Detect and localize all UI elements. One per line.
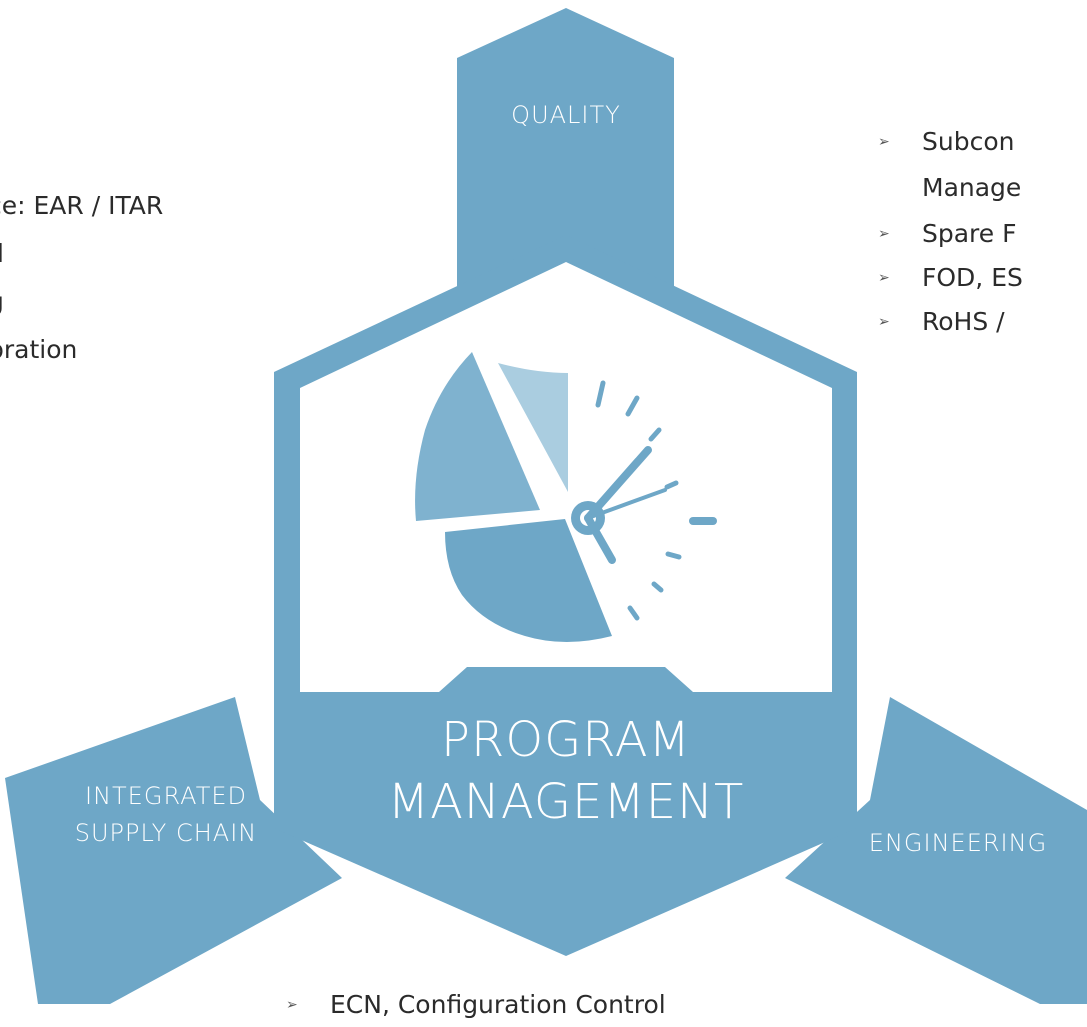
compliance-list: ce: EAR / ITAR d g bration — [0, 182, 163, 374]
pie-clock-icon — [415, 352, 717, 642]
list-item: g — [0, 278, 163, 326]
list-item: Manage — [922, 164, 1023, 212]
list-item: d — [0, 230, 163, 278]
arrowhead-bullet-icon: ➢ — [878, 314, 890, 330]
engineering-label: ENGINEERING — [869, 829, 1047, 857]
list-item-text: RoHS / — [922, 307, 1005, 336]
engineering-segment: ENGINEERING — [785, 697, 1087, 1004]
supply-chain-label-line1: INTEGRATED — [85, 782, 247, 810]
arrowhead-bullet-icon: ➢ — [286, 997, 298, 1013]
list-item: ce: EAR / ITAR — [0, 182, 163, 230]
list-item: ➢ RoHS / — [878, 300, 1023, 344]
quality-label: QUALITY — [511, 101, 621, 129]
list-item-text: FOD, ES — [922, 263, 1023, 292]
arrowhead-bullet-icon: ➢ — [878, 270, 890, 286]
list-item: ➢ Spare F — [878, 212, 1023, 256]
program-management-diagram: QUALITY INTEGRATED SUPPLY CHAIN ENGINEER… — [5, 8, 1087, 1004]
quality-segment: QUALITY — [457, 8, 674, 318]
list-item-text: bration — [0, 335, 78, 364]
engineering-list: ➢ ECN, Configuration Control — [286, 983, 666, 1027]
list-item-text: ce: EAR / ITAR — [0, 191, 164, 220]
list-item-text: ECN, Configuration Control — [330, 990, 666, 1019]
supply-chain-label-line2: SUPPLY CHAIN — [75, 819, 257, 847]
list-item: ➢ Subcon — [878, 120, 1023, 164]
list-item-text: g — [0, 287, 4, 316]
list-item: ➢ ECN, Configuration Control — [286, 983, 666, 1027]
list-item: bration — [0, 326, 163, 374]
list-item-text: Manage — [922, 173, 1022, 202]
supply-chain-segment: INTEGRATED SUPPLY CHAIN — [5, 697, 342, 1004]
center-label-line2: MANAGEMENT — [388, 774, 745, 830]
list-item: ➢ FOD, ES — [878, 256, 1023, 300]
list-item-text: Spare F — [922, 219, 1017, 248]
arrowhead-bullet-icon: ➢ — [878, 226, 890, 242]
list-item-text: d — [0, 239, 4, 268]
center-label-line1: PROGRAM — [441, 712, 691, 768]
list-item-text: Subcon — [922, 127, 1015, 156]
arrowhead-bullet-icon: ➢ — [878, 134, 890, 150]
